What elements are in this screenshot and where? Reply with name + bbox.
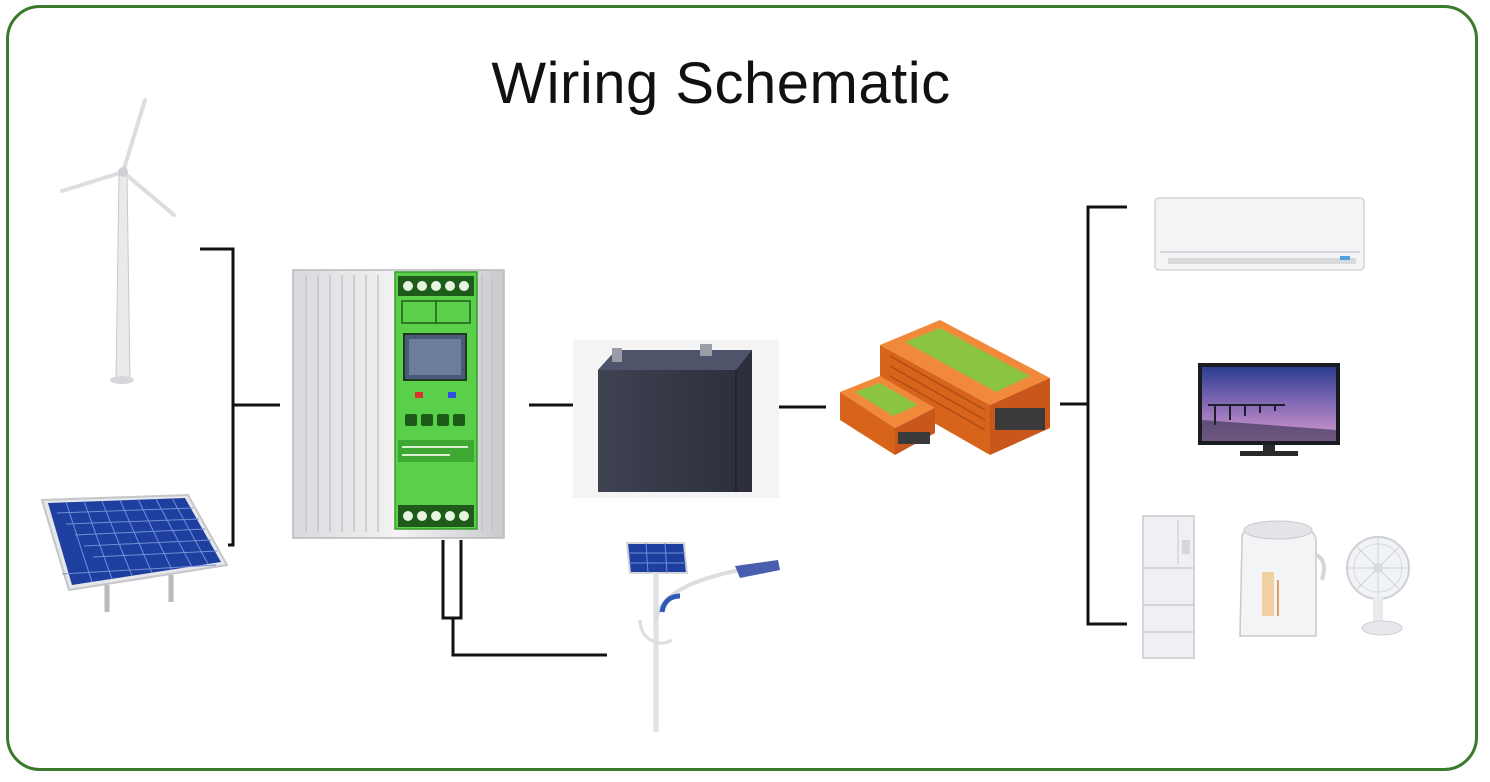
wind-turbine-icon <box>60 98 176 384</box>
kettle-icon <box>1239 520 1326 637</box>
inverter-icon <box>840 320 1050 455</box>
air-conditioner-icon <box>1154 197 1365 271</box>
wire-street-light <box>451 618 607 657</box>
battery-icon <box>573 340 779 498</box>
wires <box>200 205 1127 657</box>
refrigerator-icon <box>1142 515 1195 659</box>
diagram-title: Wiring Schematic <box>491 51 951 116</box>
wire-controller-to-street-light <box>441 540 463 620</box>
street-light-icon <box>625 542 780 732</box>
television-icon <box>1198 363 1340 456</box>
desk-fan-icon <box>1346 536 1410 636</box>
diagram-frame <box>6 5 1478 771</box>
charge-controller-icon <box>292 269 505 539</box>
solar-panel-icon <box>40 493 229 612</box>
wire-wind-turbine <box>200 247 235 547</box>
wire-loads-bus <box>1086 205 1127 626</box>
